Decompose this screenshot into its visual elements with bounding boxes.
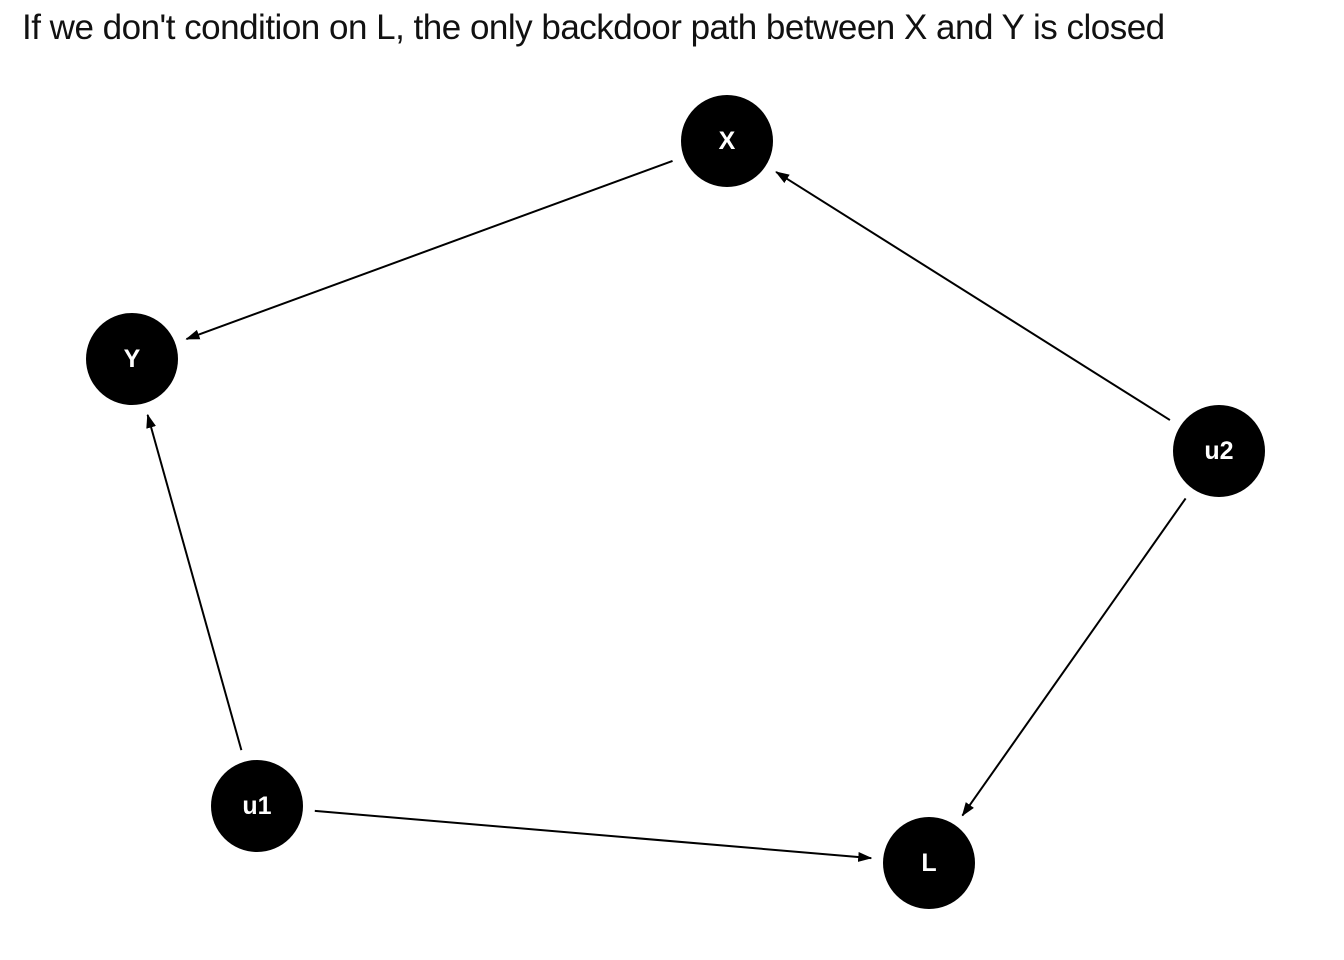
node-circle <box>1173 405 1265 497</box>
edge-x-to-y <box>185 160 673 340</box>
node-u1: u1 <box>211 760 303 852</box>
edges-layer <box>146 160 1187 862</box>
nodes-layer: X Yu2 u1L <box>86 95 1265 909</box>
node-circle <box>883 817 975 909</box>
edge-u2-to-x <box>775 171 1171 421</box>
node-label: u1 <box>242 792 271 820</box>
edge-u1-to-l <box>314 809 873 862</box>
node-x: X <box>681 95 773 187</box>
node-u2: u2 <box>1173 405 1265 497</box>
diagram-title: If we don't condition on L, the only bac… <box>22 8 1165 47</box>
node-label: u2 <box>1204 437 1233 465</box>
node-circle <box>211 760 303 852</box>
node-label: L <box>921 849 936 877</box>
node-label: X <box>719 127 736 155</box>
node-y: Y <box>86 313 178 405</box>
node-circle <box>86 313 178 405</box>
node-l: L <box>883 817 975 909</box>
edge-u1-to-y <box>146 413 243 751</box>
node-label: Y <box>124 345 141 373</box>
node-circle <box>681 95 773 187</box>
edge-u2-to-l <box>961 497 1187 817</box>
